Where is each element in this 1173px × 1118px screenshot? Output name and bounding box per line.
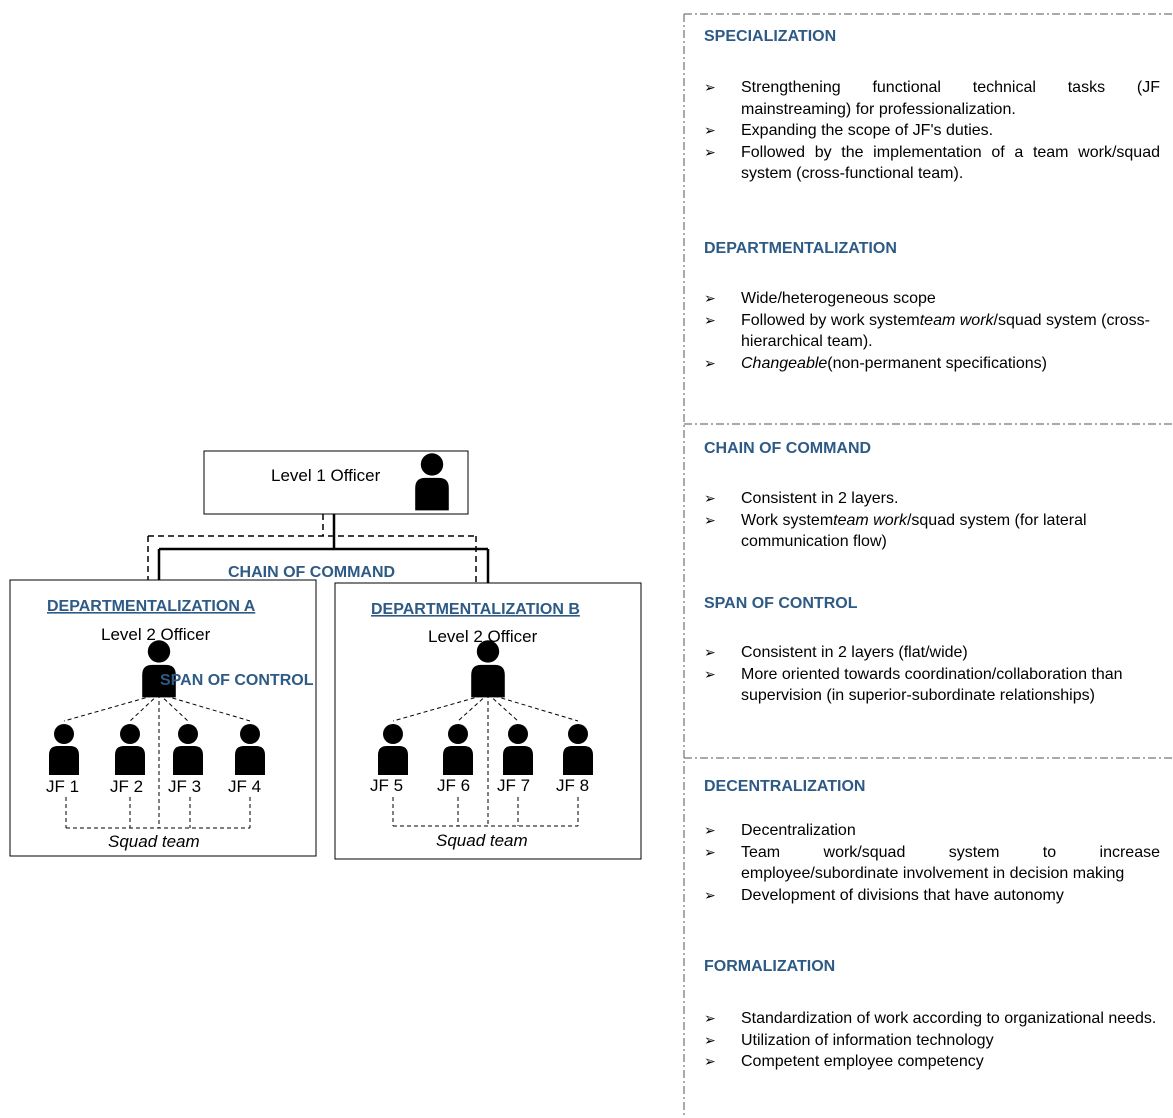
arrow-bullet-icon: ➢: [704, 511, 716, 528]
section-list-decentralization: ➢Decentralization ➢Team work/squad syste…: [704, 820, 1160, 906]
list-item: ➢Decentralization: [704, 820, 1160, 842]
list-item: ➢Followed by work systemteam work/squad …: [704, 311, 1150, 351]
person-icon: [471, 640, 505, 698]
arrow-bullet-icon: ➢: [704, 1031, 716, 1048]
section-title-span-of-control: SPAN OF CONTROL: [704, 595, 858, 612]
department-b-officer: Level 2 Officer: [428, 627, 538, 646]
chain-of-command-lines: [157, 514, 490, 583]
department-a-box: [9, 579, 317, 857]
squad-team-label-b: Squad team: [436, 831, 528, 850]
person-icon: [142, 640, 176, 698]
person-icon: [378, 724, 408, 775]
member-label: JF 8: [556, 776, 589, 795]
arrow-bullet-icon: ➢: [704, 122, 716, 138]
list-item: ➢Work systemteam work/squad system (for …: [704, 511, 1087, 551]
arrow-bullet-icon: ➢: [704, 311, 716, 328]
list-item: ➢Utilization of information technology: [704, 1030, 1160, 1052]
section-title-departmentalization: DEPARTMENTALIZATION: [704, 240, 897, 257]
person-icon: [503, 724, 533, 775]
arrow-bullet-icon: ➢: [704, 1053, 716, 1069]
section-list-departmentalization: ➢Wide/heterogeneous scope ➢Followed by w…: [704, 288, 1160, 374]
member-label: JF 7: [497, 776, 530, 795]
list-item: ➢Changeable(non-permanent specifications…: [704, 353, 1160, 375]
list-item: ➢Competent employee competency: [704, 1051, 1160, 1073]
member-label: JF 2: [110, 777, 143, 796]
list-item: ➢Strengthening functional technical task…: [704, 79, 1160, 118]
member-label: JF 4: [228, 777, 261, 796]
section-title-decentralization: DECENTRALIZATION: [704, 778, 866, 795]
department-b-box: [334, 582, 642, 860]
department-a-title: DEPARTMENTALIZATION A: [47, 598, 256, 615]
section-list-span-of-control: ➢Consistent in 2 layers (flat/wide) ➢Mor…: [704, 642, 1160, 707]
section-title-formalization: FORMALIZATION: [704, 958, 836, 975]
arrow-bullet-icon: ➢: [704, 665, 716, 682]
arrow-bullet-icon: ➢: [704, 843, 716, 860]
person-icon: [563, 724, 593, 775]
arrow-bullet-icon: ➢: [704, 290, 716, 306]
arrow-bullet-icon: ➢: [704, 354, 716, 371]
person-icon: [115, 724, 145, 775]
department-b-fan-lines: [392, 693, 579, 827]
span-of-control-label: SPAN OF CONTROL: [160, 672, 314, 689]
section-title-specialization: SPECIALIZATION: [704, 28, 837, 45]
department-a-fan-lines: [63, 693, 251, 829]
level1-officer-label: Level 1 Officer: [271, 466, 381, 485]
chain-of-command-label: CHAIN OF COMMAND: [228, 564, 395, 581]
arrow-bullet-icon: ➢: [704, 490, 716, 506]
arrow-bullet-icon: ➢: [704, 143, 716, 160]
person-icon: [49, 724, 79, 775]
section-list-formalization: ➢Standardization of work according to or…: [704, 1008, 1160, 1073]
member-label: JF 5: [370, 776, 403, 795]
list-item: ➢Followed by the implementation of a tea…: [704, 143, 1160, 183]
list-item: ➢More oriented towards coordination/coll…: [704, 665, 1123, 705]
list-item: ➢Wide/heterogeneous scope: [704, 288, 1160, 310]
list-item: ➢Consistent in 2 layers (flat/wide): [704, 642, 1160, 664]
person-icon: [173, 724, 203, 775]
arrow-bullet-icon: ➢: [704, 1010, 716, 1026]
span-of-control-lines: [147, 514, 477, 583]
section-title-chain-of-command: CHAIN OF COMMAND: [704, 440, 872, 457]
list-item: ➢Standardization of work according to or…: [704, 1008, 1160, 1030]
department-b-title: DEPARTMENTALIZATION B: [371, 601, 580, 618]
person-icon: [235, 724, 265, 775]
person-icon: [415, 453, 449, 511]
list-item: ➢Expanding the scope of JF's duties.: [704, 120, 1160, 142]
chain-label-bg: [222, 561, 428, 581]
member-label: JF 6: [437, 776, 470, 795]
department-a-officer: Level 2 Officer: [101, 625, 211, 644]
characteristics-panel: SPECIALIZATION ➢Strengthening functional…: [684, 12, 1173, 1118]
arrow-bullet-icon: ➢: [704, 886, 716, 903]
member-label: JF 3: [168, 777, 201, 796]
list-item: ➢Team work/squad system to increase empl…: [704, 843, 1160, 883]
arrow-bullet-icon: ➢: [704, 822, 716, 838]
arrow-bullet-icon: ➢: [704, 79, 716, 95]
section-list-specialization: ➢Strengthening functional technical task…: [704, 77, 1160, 185]
person-icon: [443, 724, 473, 775]
member-label: JF 1: [46, 777, 79, 796]
list-item: ➢Consistent in 2 layers.: [704, 488, 1160, 510]
arrow-bullet-icon: ➢: [704, 644, 716, 660]
section-list-chain-of-command: ➢Consistent in 2 layers. ➢Work systemtea…: [704, 488, 1160, 553]
squad-team-label-a: Squad team: [108, 832, 200, 851]
list-item: ➢Development of divisions that have auto…: [704, 885, 1160, 907]
